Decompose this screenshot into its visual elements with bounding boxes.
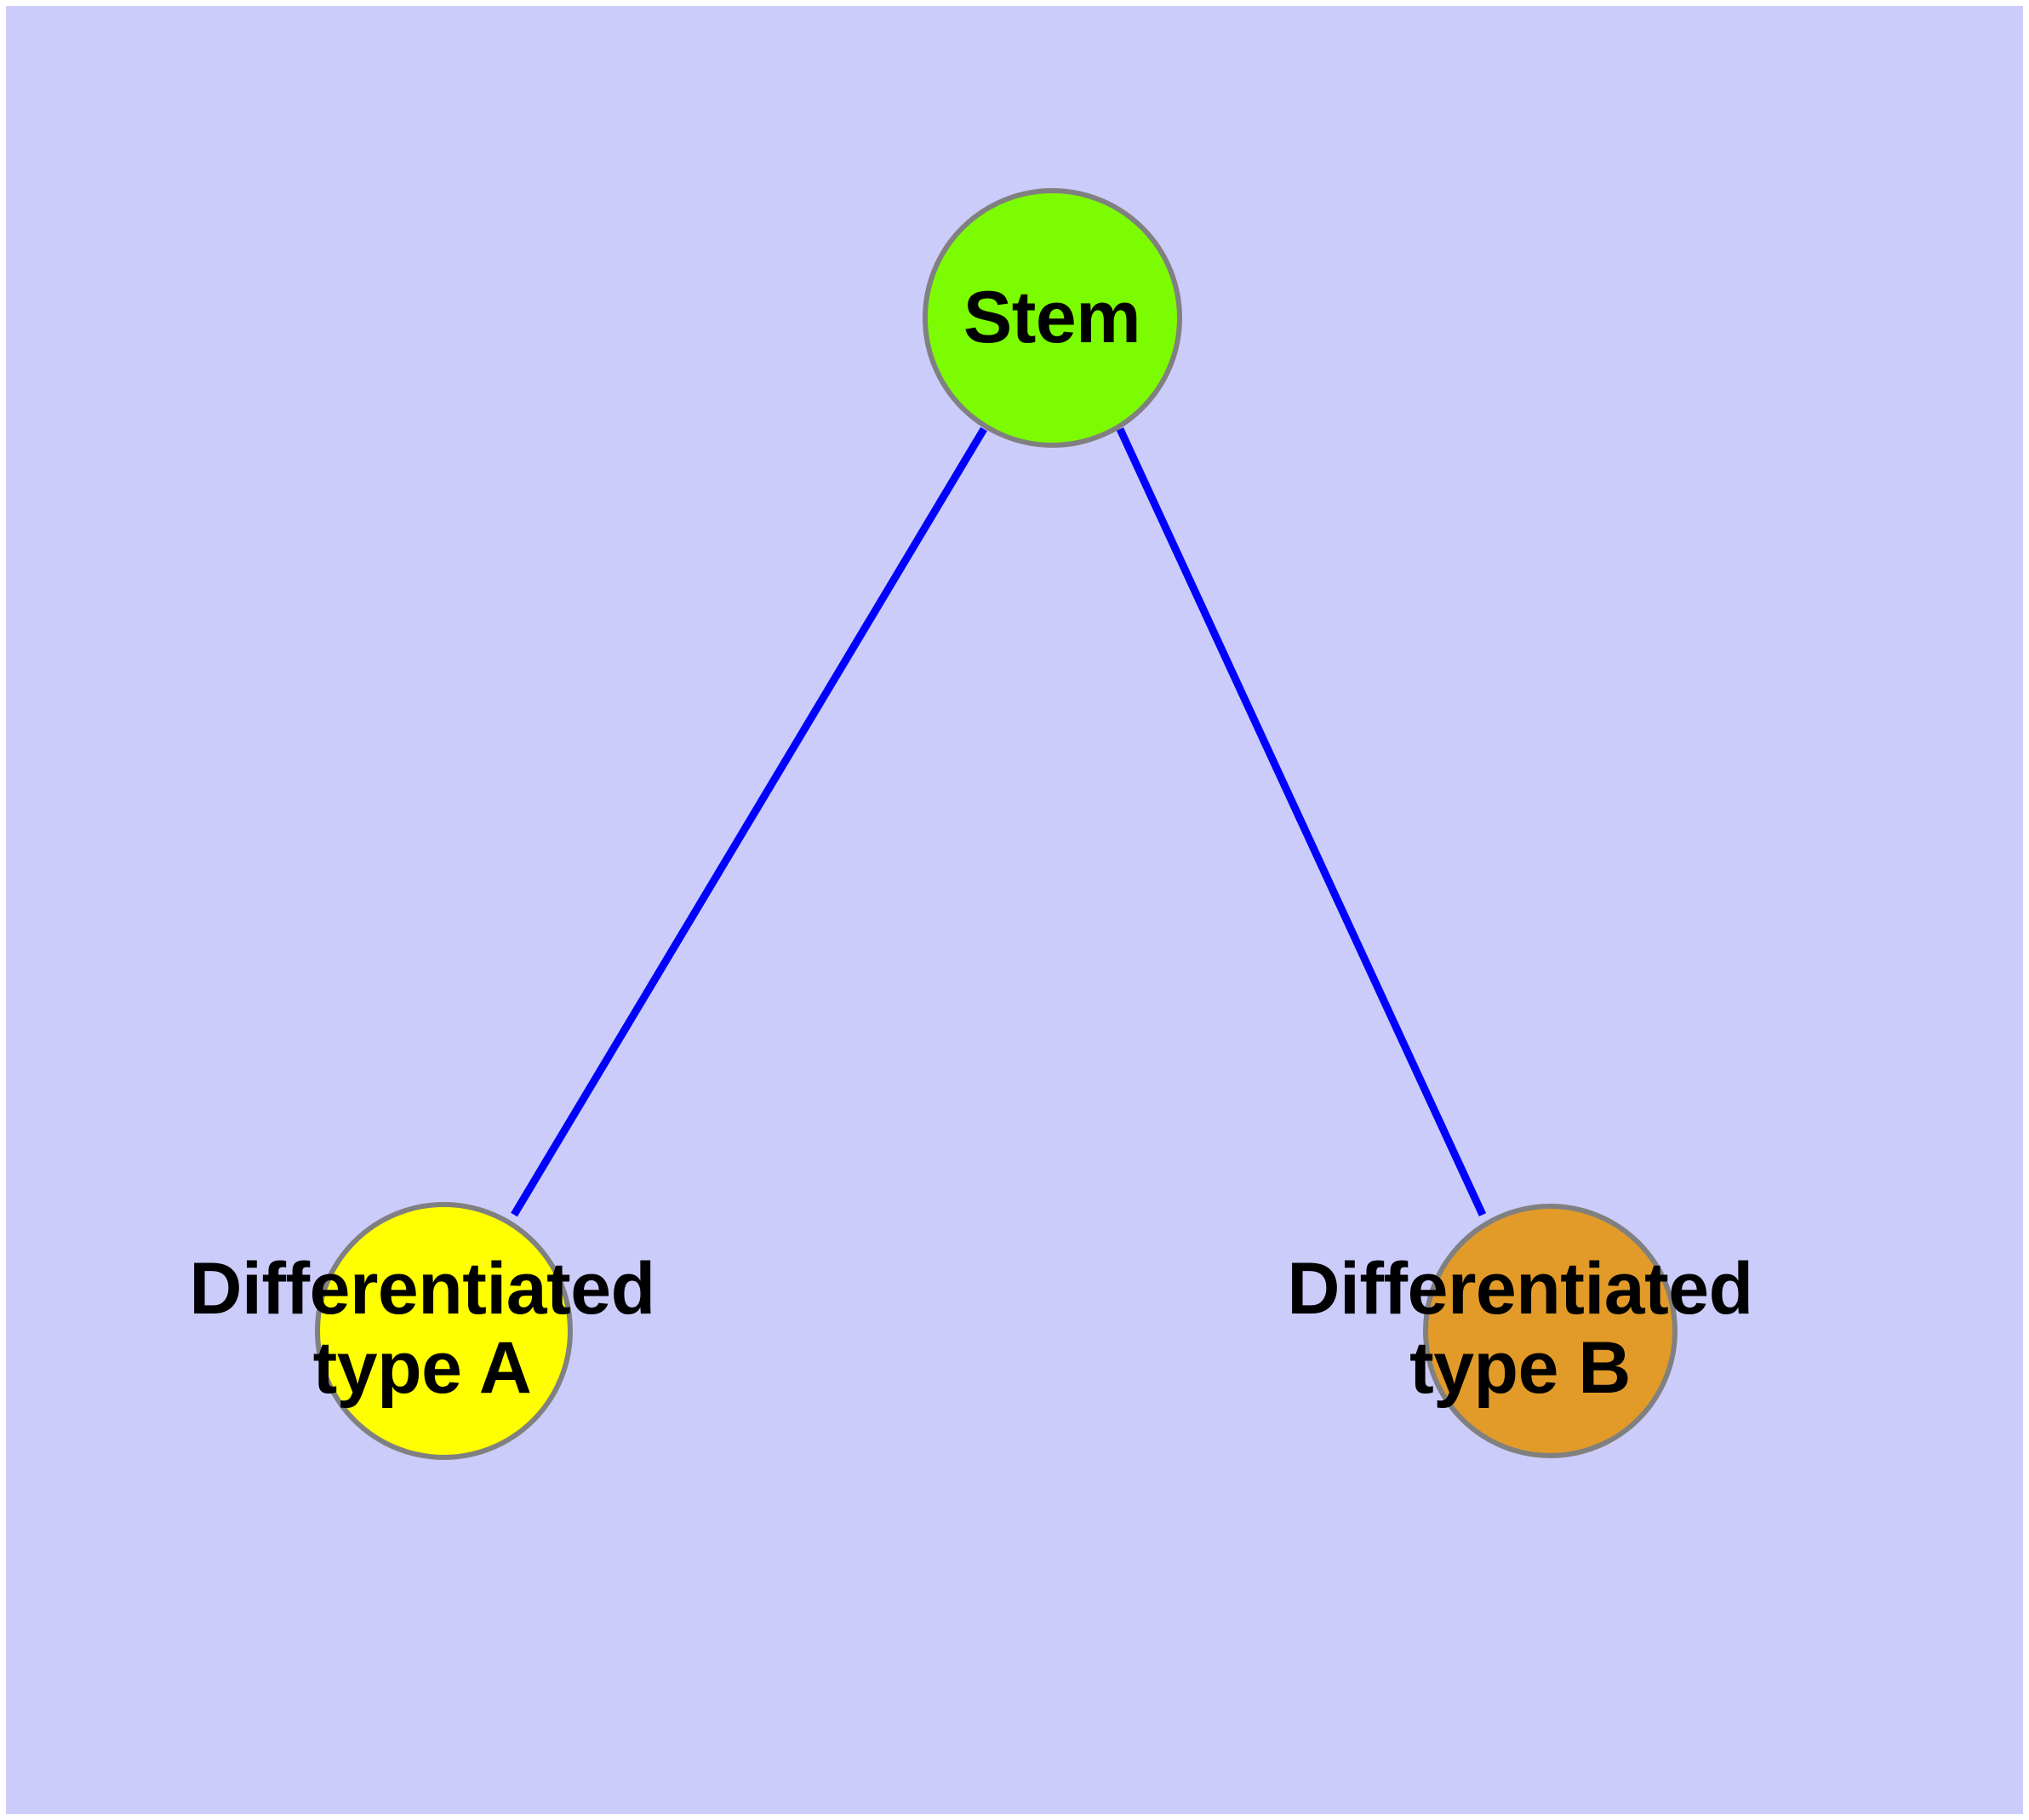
node-differentiated-type-b[interactable] [1423, 1204, 1677, 1458]
node-differentiated-type-a[interactable] [315, 1202, 573, 1460]
edge-stem-to-differentiated-type-a[interactable] [511, 426, 987, 1217]
edge-stem-to-differentiated-type-b[interactable] [1116, 427, 1487, 1216]
node-stem[interactable] [923, 188, 1182, 448]
